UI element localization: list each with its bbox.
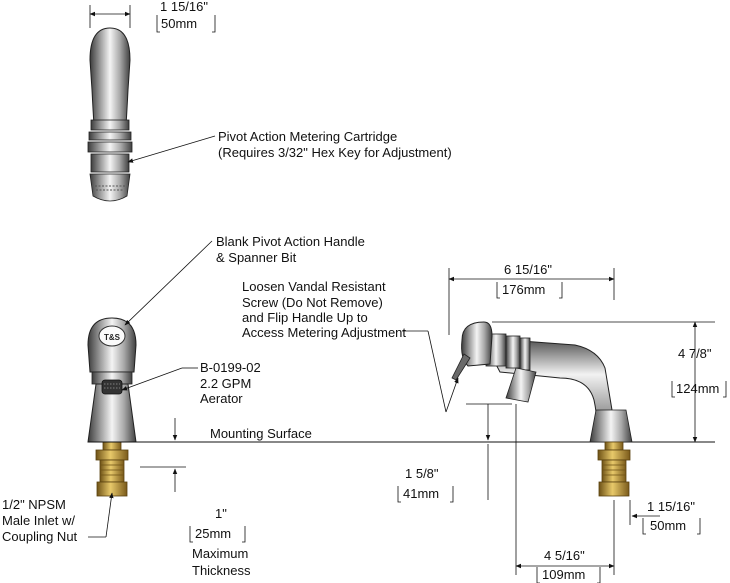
dim-base-width-mm: 50mm [650, 518, 686, 533]
callout-cartridge: Pivot Action Metering Cartridge (Require… [127, 129, 452, 163]
dim-base-width-inch: 1 15/16" [647, 499, 695, 514]
dim-cartridge-width-inch: 1 15/16" [160, 0, 208, 14]
dim-cartridge-width-mm: 50mm [161, 16, 197, 31]
dim-max-thickness-inch: 1" [215, 506, 227, 521]
dim-spout-reach-inch: 6 15/16" [504, 262, 552, 277]
metering-cartridge-drawing [87, 27, 133, 202]
callout-inlet-line3: Coupling Nut [2, 529, 78, 544]
dim-spout-reach-mm: 176mm [502, 282, 545, 297]
callout-inlet: 1/2" NPSM Male Inlet w/ Coupling Nut [2, 492, 114, 544]
callout-aerator-line3: Aerator [200, 391, 243, 406]
dim-outlet-height: 1 5/8" 41mm [397, 403, 512, 503]
dim-cartridge-width: 1 15/16" 50mm [89, 0, 216, 33]
thickness-label-line1: Maximum [192, 546, 248, 561]
callout-handle-line2: & Spanner Bit [216, 250, 297, 265]
callout-handle-line1: Blank Pivot Action Handle [216, 234, 365, 249]
callout-vandal-line2: Screw (Do Not Remove) [242, 295, 383, 310]
dim-base-width: 1 15/16" 50mm [629, 499, 701, 535]
dim-max-thickness-mm: 25mm [195, 526, 231, 541]
dim-outlet-to-center-inch: 4 5/16" [544, 548, 585, 563]
dim-height: 4 7/8" 124mm [492, 321, 727, 443]
dim-spout-reach: 6 15/16" 176mm [448, 262, 615, 335]
handle-badge: T&S [104, 333, 121, 342]
callout-inlet-line1: 1/2" NPSM [2, 497, 66, 512]
callout-vandal-screw: Loosen Vandal Resistant Screw (Do Not Re… [242, 279, 459, 413]
mounting-surface-label: Mounting Surface [210, 426, 312, 441]
callout-vandal-line4: Access Metering Adjustment [242, 325, 406, 340]
callout-vandal-line3: and Flip Handle Up to [242, 310, 368, 325]
callout-inlet-line2: Male Inlet w/ [2, 513, 75, 528]
callout-aerator-line2: 2.2 GPM [200, 376, 251, 391]
thickness-label-line2: Thickness [192, 563, 251, 578]
faucet-side-view-drawing [451, 321, 633, 497]
dim-max-thickness: 1" 25mm Maximum Thickness [140, 418, 251, 578]
dim-outlet-height-mm: 41mm [403, 486, 439, 501]
callout-aerator-line1: B-0199-02 [200, 360, 261, 375]
dim-height-inch: 4 7/8" [678, 346, 712, 361]
callout-handle: Blank Pivot Action Handle & Spanner Bit [124, 234, 365, 326]
callout-aerator: B-0199-02 2.2 GPM Aerator [121, 360, 261, 406]
dim-outlet-to-center: 4 5/16" 109mm [515, 404, 615, 583]
dim-outlet-to-center-mm: 109mm [542, 567, 585, 582]
dim-height-mm: 124mm [676, 381, 719, 396]
dim-outlet-height-inch: 1 5/8" [405, 466, 439, 481]
callout-cartridge-line1: Pivot Action Metering Cartridge [218, 129, 397, 144]
callout-cartridge-line2: (Requires 3/32" Hex Key for Adjustment) [218, 145, 452, 160]
faucet-front-view-drawing: T&S [87, 317, 137, 497]
callout-vandal-line1: Loosen Vandal Resistant [242, 279, 386, 294]
